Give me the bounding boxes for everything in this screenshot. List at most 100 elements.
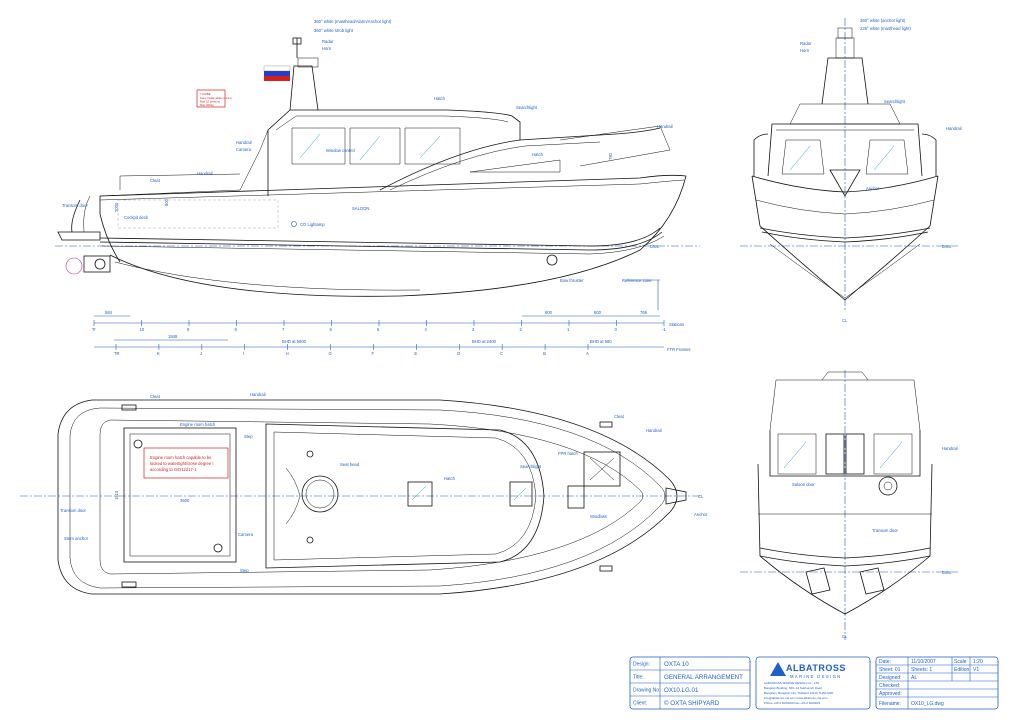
plan-camera: Camera bbox=[238, 532, 254, 537]
tb-edition-label: Edition bbox=[954, 667, 970, 673]
label-radar: Radar bbox=[322, 39, 334, 44]
station-tick-label: 1 bbox=[567, 327, 570, 332]
front-dwl: DWL bbox=[942, 244, 952, 249]
address-line: ALBATROSS MARINE DESIGN Co., LTD bbox=[764, 681, 820, 685]
rear-handrail: Handrail bbox=[942, 446, 958, 451]
frame-tick-label: B bbox=[543, 351, 546, 356]
warning-sign bbox=[196, 89, 226, 108]
plan-cl: CL bbox=[698, 494, 704, 499]
label-bow-thruster: Bow thruster bbox=[560, 278, 584, 283]
station-dim-584: 584 bbox=[105, 310, 113, 315]
station-tick-label: 5 bbox=[377, 327, 380, 332]
side-view: 7 ESIBE Keep inside while moving Max 10 … bbox=[55, 19, 700, 310]
notice-line: locked to watertight/close degree I bbox=[150, 461, 214, 466]
plan-windlass: Windlass bbox=[590, 514, 607, 519]
plan-handrail: Handrail bbox=[250, 392, 266, 397]
plan-anchor: Anchor bbox=[694, 512, 708, 517]
label-cleat: Cleat bbox=[150, 178, 161, 183]
front-light-2: 225° white (masthead light) bbox=[860, 26, 911, 31]
tb-scale-value: 1:20 bbox=[973, 659, 983, 665]
tb-design-label: Design: bbox=[633, 662, 650, 668]
frame-tick-label: I bbox=[243, 351, 244, 356]
plan-engine-room-hatch: Engine room hatch bbox=[180, 422, 216, 427]
station-tick-label: 7 bbox=[282, 327, 285, 332]
steering-wheel-icon bbox=[878, 476, 898, 496]
station-dim-800a: 800 bbox=[545, 310, 553, 315]
label-saloon: SALOON bbox=[352, 206, 369, 211]
label-transom-door: Transom door bbox=[62, 203, 89, 208]
frame-tick-label: E bbox=[414, 351, 417, 356]
rear-dwl: DWL bbox=[942, 570, 952, 575]
label-handrail: Handrail bbox=[657, 124, 673, 129]
station-tick-label: 10 bbox=[140, 327, 145, 332]
label-dwl: DWL bbox=[650, 244, 660, 249]
dim-2000: 2000 bbox=[114, 202, 119, 212]
front-light-1: 360° white (anchor light) bbox=[860, 18, 906, 23]
plan-fpr-hatch: FPR hatch bbox=[558, 451, 578, 456]
plan-dim-3500: 3500 bbox=[180, 498, 190, 503]
bhd-580: BHD at 580 bbox=[590, 339, 612, 344]
label-reference-zone: Reference zone bbox=[622, 278, 652, 283]
address-line: Phone +66 2 6000000 Fax +66 2 6000001 bbox=[764, 701, 821, 705]
front-anchor: Anchor bbox=[866, 186, 880, 191]
engine-hatch-notice bbox=[143, 447, 229, 479]
rear-transom-door: Transom door bbox=[872, 528, 899, 533]
tb-date-label: Date: bbox=[879, 659, 891, 665]
label-hatch: Hatch bbox=[434, 96, 446, 101]
address-line: Bangkok Building, 66/1-12 Sukhumvit Road bbox=[764, 686, 822, 690]
station-tick-label: 3 bbox=[472, 327, 475, 332]
frame-tick-label: TR bbox=[114, 351, 120, 356]
label-strob-light: 360° white strob light bbox=[314, 28, 354, 33]
front-handrail: Handrail bbox=[946, 126, 962, 131]
label-handrail-aft: Handrail bbox=[236, 140, 252, 145]
frame-dim-1848: 1848 bbox=[168, 334, 178, 339]
frame-tick-label: A bbox=[586, 351, 589, 356]
title-block: Design: OXTA 10 Title: GENERAL ARRANGEME… bbox=[629, 656, 999, 710]
tb-date-value: 11/10/2007 bbox=[911, 659, 936, 665]
station-scales: 584 800 800 769 1848 Stations FTR Frames… bbox=[92, 310, 691, 356]
station-tick-label: 6 bbox=[330, 327, 333, 332]
frames-label: FTR Frames bbox=[667, 347, 691, 352]
tb-checked-label: Checked: bbox=[879, 683, 900, 689]
front-cl: CL bbox=[842, 318, 848, 323]
front-view: 360° white (anchor light) 225° white (ma… bbox=[740, 18, 962, 323]
station-tick-label: 4 bbox=[425, 327, 428, 332]
label-handrail-cockpit: Handrail bbox=[197, 171, 213, 176]
tb-designed-label: Designed: bbox=[879, 675, 902, 681]
tb-filename-value: OX10_LG.dwg bbox=[911, 701, 944, 707]
label-co-light: CO Lightamp bbox=[300, 222, 325, 227]
station-dim-769: 769 bbox=[640, 310, 648, 315]
engine-room-hatch bbox=[123, 427, 237, 563]
station-tick-label: 9 bbox=[187, 327, 190, 332]
frame-tick-label: F bbox=[371, 351, 374, 356]
front-searchlight: Searchlight bbox=[884, 99, 906, 104]
tb-scale-label: Scale bbox=[954, 659, 967, 665]
tb-client-label: Client: bbox=[633, 701, 647, 707]
plan-view: Engine room hatch capable to be locked t… bbox=[20, 392, 708, 595]
russian-flag bbox=[263, 65, 291, 81]
label-hatch-fwd: Hatch bbox=[532, 152, 544, 157]
label-window-control: Window control bbox=[326, 148, 355, 153]
mast bbox=[289, 65, 319, 111]
station-tick-label: 0 bbox=[615, 327, 618, 332]
station-tick-label: 2 bbox=[520, 327, 523, 332]
tb-title-value: GENERAL ARRANGEMENT bbox=[664, 674, 743, 681]
label-mast-light: 360° white (masthead/Alarm/Anchor light) bbox=[314, 19, 392, 24]
label-searchlight: Searchlight bbox=[516, 105, 538, 110]
notice-line: Engine room hatch capable to be bbox=[150, 455, 212, 460]
bow-thruster-icon bbox=[546, 254, 558, 266]
label-cockpit-deck: Cockpit deck bbox=[124, 215, 149, 220]
tb-drawing-label: Drawing No: bbox=[633, 688, 661, 694]
warning-sign-line: Max 400kg bbox=[200, 103, 214, 107]
anchor-icon bbox=[829, 169, 861, 197]
notice-line: according to ISO12217-1 bbox=[150, 467, 197, 472]
logo-subtitle: MARINE DESIGN bbox=[790, 674, 842, 679]
frame-tick-label: G bbox=[329, 351, 332, 356]
rear-cl: CL bbox=[842, 634, 848, 639]
tb-drawing-value: OX10.LG.01 bbox=[664, 687, 699, 694]
albatross-logo-icon bbox=[770, 662, 786, 676]
frame-tick-label: K bbox=[157, 351, 160, 356]
tb-sheets-label: Sheets: 1 bbox=[911, 667, 932, 673]
frame-tick-label: H bbox=[286, 351, 289, 356]
